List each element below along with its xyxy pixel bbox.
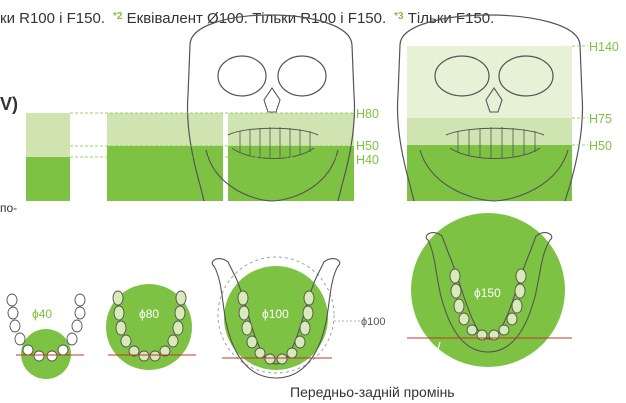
fov-block-1-lower <box>26 157 70 201</box>
fov-circle-150: ϕ150 <box>407 213 572 372</box>
skull-2-band-h50 <box>407 145 572 201</box>
label-h50: H50 <box>356 139 379 153</box>
skull-1-left-orbit <box>218 56 266 96</box>
label-h40: H40 <box>356 153 379 167</box>
fov-circle-100: ϕ100 ϕ100 <box>212 257 385 378</box>
label-d100: ϕ100 <box>262 307 289 321</box>
label-d80: ϕ80 <box>139 307 159 321</box>
skull-1-band-h50 <box>228 146 354 201</box>
label-outer-d100: ϕ100 <box>361 316 386 328</box>
skull-2-band-h75 <box>407 118 572 145</box>
skull-2-band-h140 <box>407 46 572 118</box>
skull-1-right-orbit <box>278 56 326 96</box>
fov-block-2-upper <box>107 113 223 146</box>
fov-circle-40: ϕ40 <box>7 294 85 379</box>
label-h80: H80 <box>356 107 379 121</box>
skull-1-nasal <box>264 88 280 112</box>
fov-circle-80: ϕ80 <box>106 284 196 370</box>
label-d150: ϕ150 <box>474 286 501 300</box>
skull-2 <box>398 15 583 201</box>
label-h50-b: H50 <box>589 139 612 153</box>
label-h140: H140 <box>589 40 619 54</box>
fov-block-1-upper <box>26 113 70 157</box>
fov-block-1 <box>26 113 70 201</box>
beam-label: Передньо-задній промінь <box>290 384 455 400</box>
label-d40: ϕ40 <box>32 307 52 321</box>
fov-block-2-lower <box>107 146 223 201</box>
label-h75: H75 <box>589 112 612 126</box>
